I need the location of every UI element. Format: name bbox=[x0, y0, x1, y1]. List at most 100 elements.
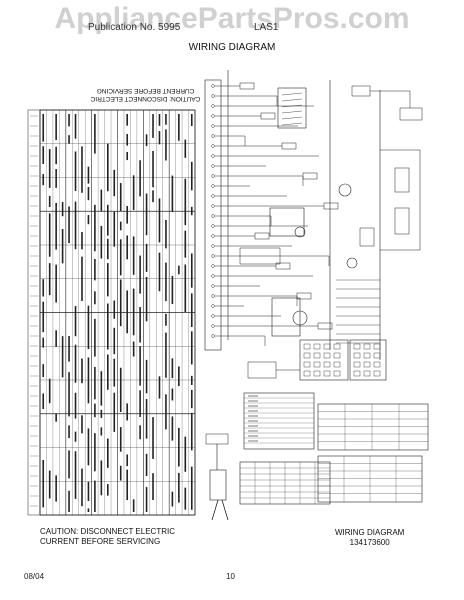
terminal-dot bbox=[211, 94, 215, 98]
signal-box bbox=[351, 85, 371, 97]
plug-pin bbox=[333, 352, 341, 359]
cycle-signal-box bbox=[399, 107, 423, 121]
wire bbox=[211, 499, 219, 521]
motor-label-box bbox=[205, 433, 229, 445]
water-valve bbox=[394, 167, 410, 193]
unbalance-switch-icon bbox=[346, 257, 358, 269]
chart-label-strip bbox=[27, 109, 41, 516]
plug-pin bbox=[373, 361, 381, 368]
terminal-dot bbox=[211, 114, 215, 118]
terminal-dot bbox=[211, 214, 215, 218]
schematic bbox=[204, 70, 381, 360]
caution-bottom-text: CAUTION: DISCONNECT ELECTRIC CURRENT BEF… bbox=[40, 527, 175, 546]
terminal-dot bbox=[211, 254, 215, 258]
page-title: WIRING DIAGRAM bbox=[188, 42, 276, 53]
footer-page-number: 10 bbox=[226, 572, 235, 581]
terminal-dot bbox=[211, 314, 215, 318]
caution-bottom: CAUTION: DISCONNECT ELECTRIC CURRENT BEF… bbox=[40, 527, 200, 547]
terminal-dot bbox=[211, 294, 215, 298]
option-switch-table bbox=[317, 455, 423, 503]
component-area bbox=[336, 85, 423, 344]
model-prefix: LAS1 bbox=[254, 22, 279, 33]
fill-valve-icon bbox=[338, 183, 352, 197]
terminal-dot bbox=[211, 144, 215, 148]
plug-pin bbox=[313, 352, 321, 359]
plug-pin bbox=[363, 370, 371, 377]
plug-pin bbox=[353, 352, 361, 359]
component-box bbox=[281, 142, 297, 150]
plug-pin bbox=[313, 361, 321, 368]
component-box bbox=[239, 82, 255, 90]
terminal-dot bbox=[211, 124, 215, 128]
plug-pin bbox=[333, 343, 341, 350]
plug-pin bbox=[353, 370, 361, 377]
switch-contact bbox=[281, 110, 303, 114]
diagram-label-number: 134173600 bbox=[349, 538, 390, 547]
plug-pin bbox=[353, 343, 361, 350]
speed-selector-frame bbox=[317, 403, 429, 451]
footer-date: 08/04 bbox=[24, 572, 45, 581]
timer-plug-left bbox=[299, 339, 349, 381]
terminal-dot bbox=[211, 134, 215, 138]
temp-selector bbox=[394, 207, 410, 235]
plug-pin bbox=[303, 370, 311, 377]
plug-pin bbox=[313, 343, 321, 350]
timer-plug-right bbox=[349, 339, 387, 381]
plug-pin bbox=[363, 361, 371, 368]
watermark: AppliancePartsPros.com bbox=[54, 2, 410, 35]
pump-icon bbox=[294, 226, 306, 238]
plug-pin bbox=[333, 370, 341, 377]
timer-terminal-block bbox=[204, 79, 222, 351]
terminal-dot bbox=[211, 234, 215, 238]
plug-pin bbox=[373, 352, 381, 359]
terminal-dot bbox=[211, 184, 215, 188]
plug-pin bbox=[373, 343, 381, 350]
terminal-dot bbox=[211, 194, 215, 198]
diagram-label-title: WIRING DIAGRAM bbox=[335, 528, 405, 537]
motor-icon bbox=[292, 310, 308, 326]
plug-pin bbox=[323, 361, 331, 368]
switch-contact bbox=[281, 98, 303, 102]
motor-symbol bbox=[205, 433, 229, 521]
plug-pin bbox=[323, 343, 331, 350]
motor-switch-box bbox=[271, 297, 301, 337]
terminal-dot bbox=[211, 244, 215, 248]
component-box bbox=[317, 322, 333, 330]
component-box bbox=[254, 232, 270, 240]
legend-frame bbox=[243, 392, 315, 450]
switch-contact bbox=[281, 122, 303, 126]
cycle-timer-chart bbox=[27, 109, 196, 516]
switch-contact bbox=[281, 116, 303, 120]
option-switch-box bbox=[277, 87, 307, 129]
plug-pin bbox=[313, 370, 321, 377]
spray-detail-box bbox=[247, 361, 277, 379]
diagram-label: WIRING DIAGRAM 134173600 bbox=[335, 528, 404, 548]
terminal-dot bbox=[211, 84, 215, 88]
switch-contact bbox=[281, 104, 303, 108]
terminal-dot bbox=[211, 174, 215, 178]
legend-table bbox=[243, 361, 315, 450]
terminal-dot bbox=[211, 224, 215, 228]
terminal-dot bbox=[211, 274, 215, 278]
terminal-dot bbox=[211, 304, 215, 308]
timer-plug-block bbox=[299, 339, 387, 381]
component-box bbox=[275, 262, 291, 270]
publication-number: Publication No. 5995 bbox=[88, 22, 181, 33]
terminal-dot bbox=[211, 284, 215, 288]
plug-pin bbox=[323, 352, 331, 359]
plug-pin bbox=[303, 361, 311, 368]
plug-pin bbox=[303, 352, 311, 359]
transmission-box bbox=[239, 247, 281, 265]
terminal-dot bbox=[211, 164, 215, 168]
plug-pin bbox=[333, 361, 341, 368]
terminal-dot bbox=[211, 324, 215, 328]
plug-pin bbox=[353, 361, 361, 368]
terminal-dot bbox=[211, 204, 215, 208]
wire bbox=[221, 499, 229, 521]
plug-pin bbox=[373, 370, 381, 377]
pressure-switch bbox=[359, 227, 375, 247]
plug-pin bbox=[363, 352, 371, 359]
terminal-dot bbox=[211, 104, 215, 108]
